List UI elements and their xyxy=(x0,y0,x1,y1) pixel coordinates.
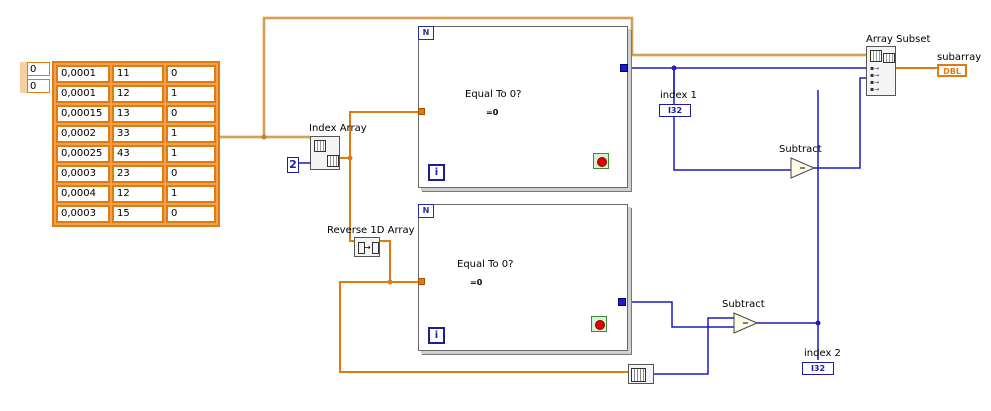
equal-zero-label-bottom: Equal To 0? xyxy=(457,259,514,270)
array-cell[interactable]: 33 xyxy=(112,125,164,143)
array-cell[interactable]: 1 xyxy=(166,125,216,143)
array-cell[interactable]: 0,00025 xyxy=(56,145,110,163)
junction-dot xyxy=(387,279,393,285)
junction-dot xyxy=(261,134,267,140)
array-cell[interactable]: 0 xyxy=(166,165,216,183)
wire-reverse-out xyxy=(380,240,418,283)
array-cell[interactable]: 23 xyxy=(112,165,164,183)
array-cell[interactable]: 0,0004 xyxy=(56,185,110,203)
index-constant-wire xyxy=(299,162,311,164)
subtract-label-top: Subtract xyxy=(779,144,822,155)
wire-to-sub-top xyxy=(673,68,793,171)
array-grid-icon xyxy=(327,155,339,167)
output-tunnel-bottom xyxy=(618,298,626,306)
subset-terminals: ▪→▪→▪→▪→ xyxy=(870,65,880,93)
iteration-terminal-top: i xyxy=(428,164,445,181)
array-cell[interactable]: 0,0003 xyxy=(56,165,110,183)
index-array-node[interactable] xyxy=(310,136,340,170)
array-subset-label: Array Subset xyxy=(866,34,931,45)
index-array-label: Index Array xyxy=(309,123,367,134)
array-cell[interactable]: 0 xyxy=(166,65,216,83)
iteration-terminal-bottom: i xyxy=(428,327,445,344)
wire-reversed-to-search xyxy=(339,281,628,373)
subtract-label-bottom: Subtract xyxy=(722,299,765,310)
reverse-array-node[interactable]: → xyxy=(354,237,380,257)
index-constant[interactable]: 2 xyxy=(287,157,299,173)
index2-label: index 2 xyxy=(804,348,841,359)
stop-icon xyxy=(597,157,607,167)
array-cell[interactable]: 1 xyxy=(166,185,216,203)
arrow-right-icon: → xyxy=(364,243,371,252)
index-spinner-icon[interactable] xyxy=(20,62,28,93)
array-grid-icon xyxy=(883,53,895,63)
index2-indicator[interactable]: I32 xyxy=(802,362,834,375)
input-tunnel-bottom xyxy=(418,278,425,285)
array-cell[interactable]: 0,00015 xyxy=(56,105,110,123)
array-cell[interactable]: 1 xyxy=(166,85,216,103)
array-cell[interactable]: 13 xyxy=(112,105,164,123)
equal-zero-glyph-bottom: =0 xyxy=(470,278,483,287)
array-cell[interactable]: 0,0003 xyxy=(56,205,110,223)
junction-dot xyxy=(815,320,821,326)
wire-array-2d-inner xyxy=(217,17,866,138)
index1-indicator[interactable]: I32 xyxy=(659,104,691,117)
stop-terminal-bottom xyxy=(591,316,607,332)
stop-terminal-top xyxy=(593,153,609,169)
wire-index-out-top xyxy=(340,111,418,159)
array-grid-icon xyxy=(314,140,326,152)
wire-search-to-sub xyxy=(654,317,735,375)
array-grid-icon xyxy=(372,242,379,254)
output-tunnel-top xyxy=(620,64,628,72)
array-cell[interactable]: 12 xyxy=(112,185,164,203)
index1-label: index 1 xyxy=(660,90,697,101)
array-cell[interactable]: 0,0002 xyxy=(56,125,110,143)
array-cell[interactable]: 0 xyxy=(166,105,216,123)
array-subset-node[interactable]: ▪→▪→▪→▪→ xyxy=(866,46,896,96)
input-tunnel-top xyxy=(418,108,425,115)
array-cell[interactable]: 0 xyxy=(166,205,216,223)
loop-count-terminal-bottom: N xyxy=(418,204,434,218)
array-cell[interactable]: 0,0001 xyxy=(56,85,110,103)
array-grid-icon xyxy=(631,368,646,382)
subarray-label: subarray xyxy=(937,52,982,63)
for-loop-bottom xyxy=(418,204,628,351)
array-grid-icon xyxy=(358,242,365,254)
junction-dot xyxy=(671,65,677,71)
loop-count-terminal-top: N xyxy=(418,26,434,40)
junction-dot xyxy=(347,155,353,161)
reverse-array-label: Reverse 1D Array xyxy=(327,225,415,236)
array-cell[interactable]: 1 xyxy=(166,145,216,163)
array-cell[interactable]: 12 xyxy=(112,85,164,103)
wire-bottom-tunnel-out xyxy=(626,301,735,328)
search-array-node[interactable] xyxy=(628,364,654,384)
stop-icon xyxy=(595,320,605,330)
array-cell[interactable]: 0,0001 xyxy=(56,65,110,83)
equal-zero-glyph-top: =0 xyxy=(486,108,499,117)
array-cell[interactable]: 11 xyxy=(112,65,164,83)
array-grid-icon xyxy=(870,50,882,62)
equal-zero-label-top: Equal To 0? xyxy=(465,89,522,100)
array-cell[interactable]: 43 xyxy=(112,145,164,163)
array-cell[interactable]: 15 xyxy=(112,205,164,223)
wire-sub-top-out xyxy=(812,77,866,169)
subarray-indicator[interactable]: DBL xyxy=(937,64,967,77)
